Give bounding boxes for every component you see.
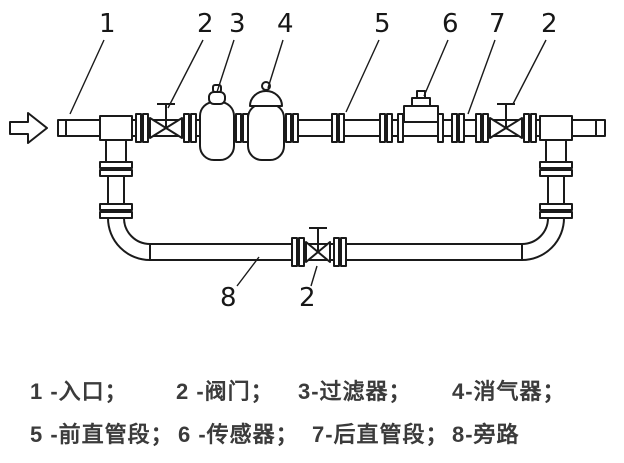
inlet-arrow-icon	[9, 112, 48, 144]
right-tee-downleg	[539, 115, 573, 219]
left-tee-downleg	[99, 115, 133, 219]
callout-4: 4	[277, 9, 294, 39]
callout-5: 5	[374, 9, 391, 39]
legend-item-sensor: 6 -传感器；	[178, 422, 299, 447]
callout-6: 6	[442, 9, 459, 39]
callout-8: 8	[220, 283, 237, 313]
callout-7: 7	[489, 9, 506, 39]
legend-item-bypass: 8-旁路	[452, 422, 520, 447]
legend-item-front-straight: 5 -前直管段；	[30, 422, 174, 447]
valve-left	[149, 103, 183, 139]
callout-leader-lines	[69, 39, 547, 287]
bypass-valve	[291, 227, 347, 267]
bypass-elbow-right	[521, 217, 565, 261]
legend-item-valve: 2 -阀门；	[176, 379, 274, 404]
filter	[199, 84, 235, 161]
sensor	[397, 90, 444, 143]
callout-3: 3	[229, 9, 246, 39]
air-eliminator	[247, 81, 285, 161]
valve-right	[489, 103, 523, 139]
callout-2-b: 2	[541, 9, 558, 39]
legend-item-filter: 3-过滤器；	[298, 379, 412, 404]
callout-1: 1	[99, 9, 116, 39]
bypass-elbow-left	[107, 217, 151, 261]
legend-item-rear-straight: 7-后直管段；	[312, 422, 449, 447]
callout-2-c: 2	[299, 283, 316, 313]
main-pipe-flanges	[135, 113, 537, 143]
callout-2-a: 2	[197, 9, 214, 39]
legend-item-inlet: 1 -入口；	[30, 379, 128, 404]
legend-item-air-eliminator: 4-消气器；	[452, 379, 566, 404]
